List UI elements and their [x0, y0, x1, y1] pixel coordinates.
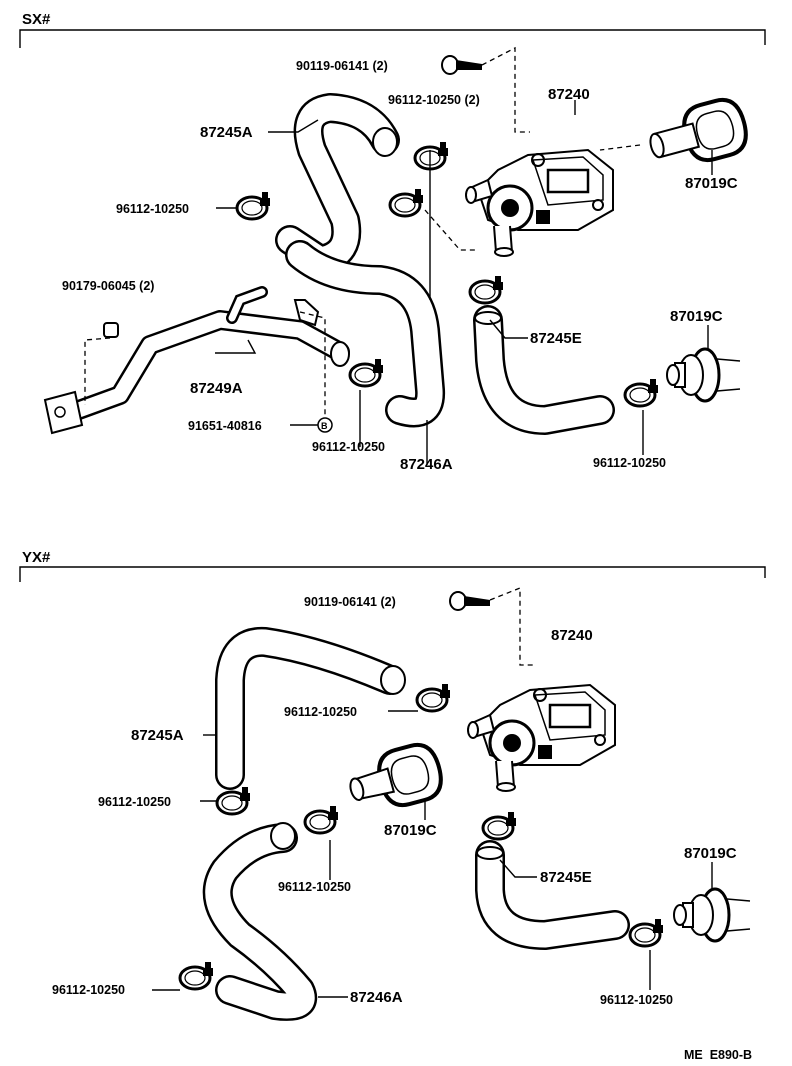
sx-pipe-87249a: [43, 286, 350, 435]
sx-label-grommet-lower: 87019C: [670, 308, 723, 325]
sx-label-clamp-top: 96112-10250 (2): [388, 93, 480, 107]
yx-grommet-87019c-right: [673, 887, 751, 943]
sx-clamp-left: [235, 190, 272, 221]
yx-label-clamp-left: 96112-10250: [98, 795, 171, 809]
svg-text:B: B: [321, 421, 328, 431]
yx-clamp-left: [215, 785, 252, 816]
sx-label-stud: 91651-40816: [188, 419, 262, 433]
sx-clamp-bottom: [623, 377, 660, 408]
yx-label-clamp-bottom: 96112-10250: [600, 993, 673, 1007]
yx-label-bolt: 90119-06141 (2): [304, 595, 396, 609]
sx-header: SX#: [22, 11, 51, 28]
yx-bracket: [19, 566, 766, 582]
sx-label-pipe: 87249A: [190, 380, 243, 397]
yx-label-grommet-right: 87019C: [684, 845, 737, 862]
yx-hose-87245a: [215, 626, 406, 790]
yx-label-clamp-mid: 96112-10250: [278, 880, 351, 894]
yx-label-grommet-mid: 87019C: [384, 822, 437, 839]
sx-label-clamp-mid: 96112-10250: [312, 440, 385, 454]
yx-header: YX#: [22, 549, 51, 566]
sx-nut: [103, 322, 119, 338]
yx-label-clamp-top: 96112-10250: [284, 705, 357, 719]
sx-label-bolt: 90119-06141 (2): [296, 59, 388, 73]
yx-bolt-guide: [489, 587, 535, 666]
yx-clamp-bottom: [628, 917, 665, 948]
sx-label-valve: 87240: [548, 86, 590, 103]
sx-bolt-guide: [481, 46, 530, 133]
yx-hose-87246a: [202, 822, 318, 1021]
yx-label-hose-b: 87246A: [350, 989, 403, 1006]
yx-bolt: [449, 591, 490, 611]
yx-clamp-mid: [303, 804, 340, 835]
yx-grommet-87019c-mid: [349, 738, 449, 812]
sx-clamp-valve-bottom: [468, 274, 505, 305]
sx-label-clamp-bottom: 96112-10250: [593, 456, 666, 470]
sx-clamp-mid: [348, 357, 385, 388]
sx-clamp-top: [413, 140, 450, 171]
footer-code: ME E890-B: [684, 1048, 752, 1062]
yx-label-hose-a: 87245A: [131, 727, 184, 744]
sx-grommet-87019c-lower: [666, 347, 741, 403]
sx-label-grommet-right: 87019C: [685, 175, 738, 192]
sx-stud-guide: [299, 311, 326, 418]
sx-grommet-87019c-right: [649, 93, 754, 167]
yx-label-hose-e: 87245E: [540, 869, 592, 886]
yx-label-valve: 87240: [551, 627, 593, 644]
yx-hose-87245e: [475, 840, 630, 950]
sx-label-hose-e: 87245E: [530, 330, 582, 347]
sx-bolt: [441, 55, 482, 75]
sx-label-clamp-left: 96112-10250: [116, 202, 189, 216]
yx-clamp-valve-bottom: [481, 810, 518, 841]
sx-stud: B: [317, 417, 333, 433]
yx-clamp-top: [415, 682, 452, 713]
yx-clamp-lower-left: [178, 960, 215, 991]
sx-grommet-guide: [599, 144, 641, 151]
sx-valve-87240: [464, 148, 615, 258]
sx-label-hose-a: 87245A: [200, 124, 253, 141]
sx-label-nut: 90179-06045 (2): [62, 279, 154, 293]
yx-valve-87240: [466, 683, 617, 793]
sx-clamp-guide: [424, 209, 478, 251]
sx-bracket: [19, 29, 766, 48]
sx-clamp-valve-left: [388, 187, 425, 218]
sx-section: SX#: [19, 11, 766, 473]
yx-label-clamp-lower-left: 96112-10250: [52, 983, 125, 997]
sx-hose-87246a: [285, 240, 446, 428]
yx-section: YX#: [19, 549, 766, 1021]
sx-label-hose-b: 87246A: [400, 456, 453, 473]
sx-hose-87245e: [473, 305, 615, 435]
sx-hose-87245a: [275, 93, 400, 275]
